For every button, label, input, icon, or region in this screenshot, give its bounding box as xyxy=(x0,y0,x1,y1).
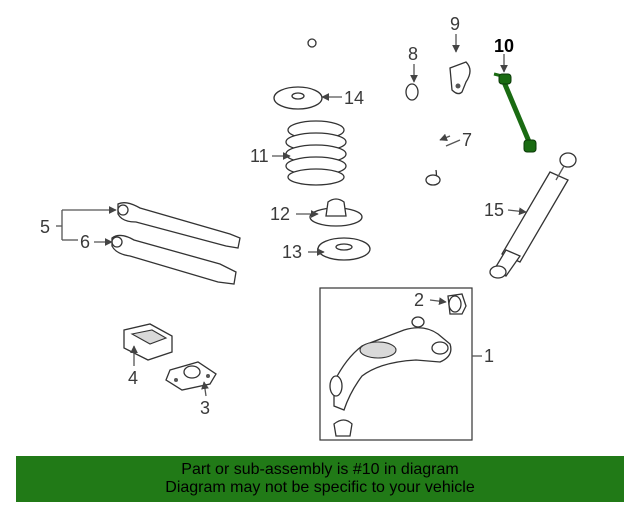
lower-spring-insulator[interactable] xyxy=(317,237,371,261)
callout-2: 2 xyxy=(414,290,424,310)
mount-bracket-4[interactable] xyxy=(123,323,173,361)
callout-5: 5 xyxy=(40,217,50,237)
upper-control-link[interactable] xyxy=(117,202,241,249)
shock-absorber[interactable] xyxy=(489,152,577,279)
ball-joint[interactable] xyxy=(333,419,353,437)
callout-14: 14 xyxy=(344,88,364,108)
callout-3: 3 xyxy=(200,398,210,418)
parts-diagram: 1 2 3 4 5 6 7 8 9 10 11 12 13 14 15 xyxy=(40,14,577,441)
callout-12: 12 xyxy=(270,204,290,224)
jounce-bumper[interactable] xyxy=(309,198,363,227)
control-arm-bushing[interactable] xyxy=(447,293,467,315)
callout-7: 7 xyxy=(462,130,472,150)
upper-spring-insulator[interactable] xyxy=(273,86,323,110)
coil-spring[interactable] xyxy=(285,120,347,186)
callout-9: 9 xyxy=(450,14,460,34)
callout-8: 8 xyxy=(408,44,418,64)
callout-11: 11 xyxy=(250,146,269,166)
mount-bracket-3[interactable] xyxy=(165,361,217,391)
callout-4: 4 xyxy=(128,368,138,388)
callout-15: 15 xyxy=(484,200,504,220)
callout-6: 6 xyxy=(80,232,90,252)
stabilizer-link[interactable] xyxy=(493,72,537,153)
banner-line-2: Diagram may not be specific to your vehi… xyxy=(165,479,475,496)
lower-control-arm[interactable] xyxy=(329,316,452,411)
stabilizer-bushing[interactable] xyxy=(405,83,419,101)
callout-13: 13 xyxy=(282,242,302,262)
lower-arm-inset-box xyxy=(319,287,473,441)
callout-10: 10 xyxy=(494,36,514,56)
banner-line-1: Part or sub-assembly is #10 in diagram xyxy=(181,461,459,478)
callout-1: 1 xyxy=(484,346,494,366)
bushing-bracket[interactable] xyxy=(449,61,471,95)
info-banner: Part or sub-assembly is #10 in diagram D… xyxy=(16,456,624,502)
leader-lines xyxy=(56,34,527,397)
